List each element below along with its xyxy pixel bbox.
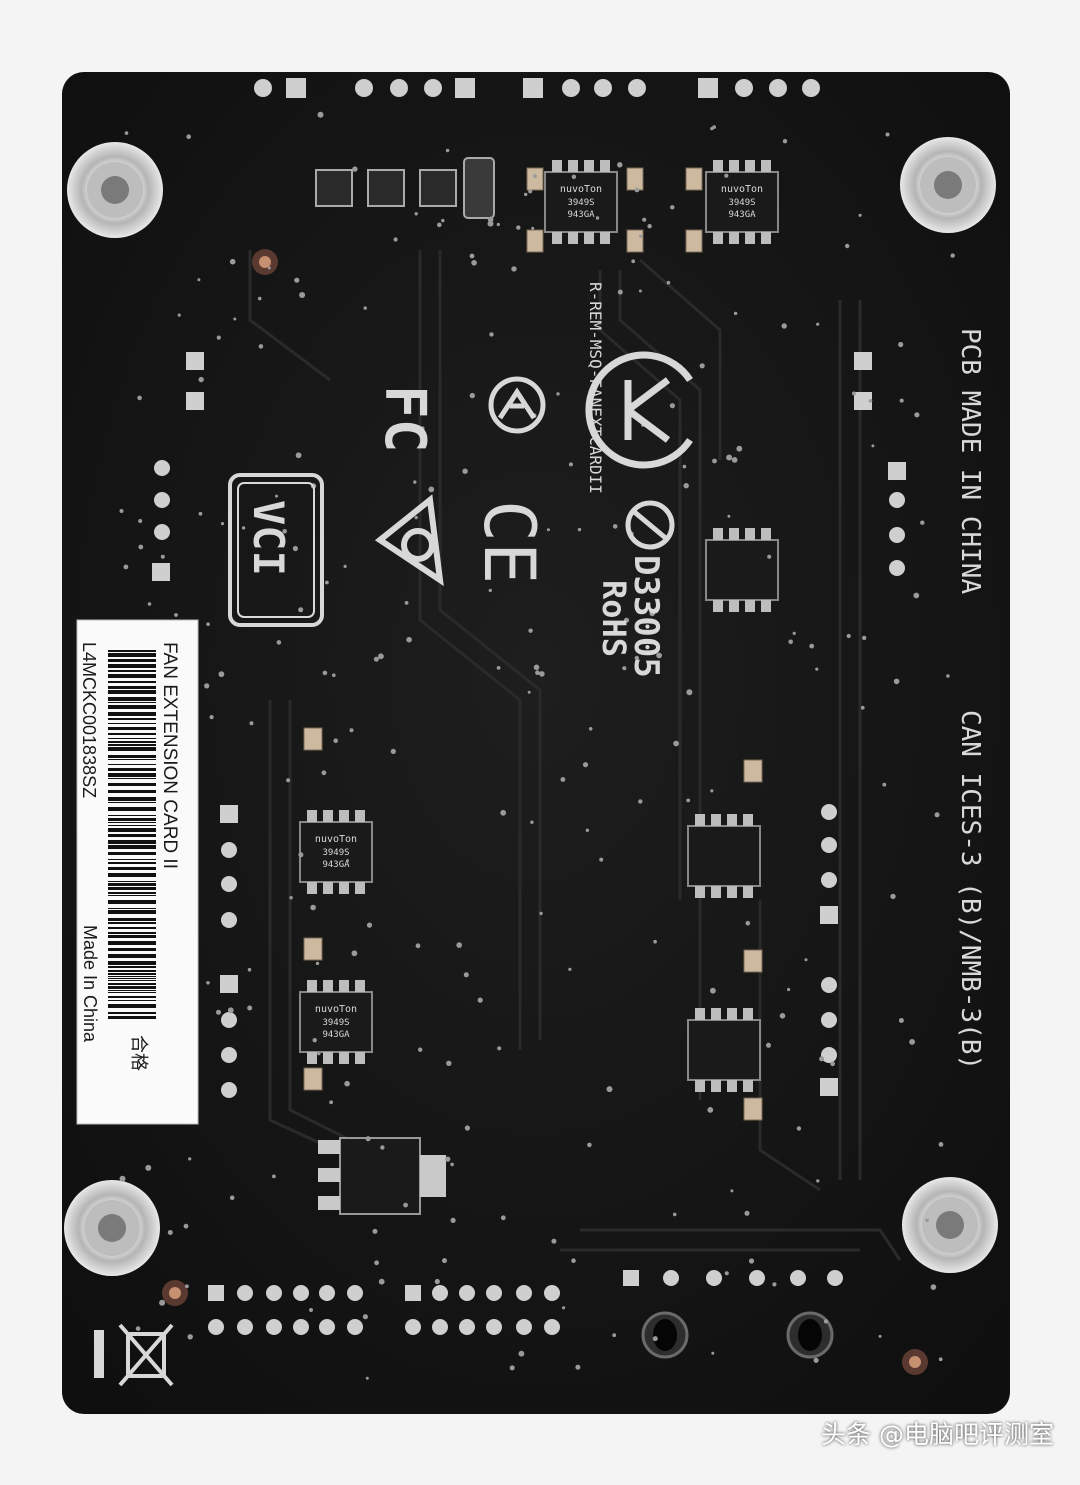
- mounting-hole-bottom-right: [902, 1177, 998, 1273]
- pcb-origin-label: PCB MADE IN CHINA: [955, 328, 985, 594]
- chip-brand: nuvoTon: [721, 184, 763, 195]
- chip-code-2: 943GA: [322, 1030, 350, 1040]
- header-pins-left: [152, 352, 238, 1098]
- ic-chip-6: [687, 814, 761, 898]
- chip-code-1: 3949S: [567, 198, 594, 208]
- connector-pins: [641, 1311, 834, 1359]
- fcc-logo: FC: [372, 385, 437, 452]
- transistors-top: [315, 157, 495, 219]
- ic-chip-3: [705, 528, 779, 612]
- sticker-product-name: FAN EXTENSION CARD II: [159, 642, 180, 869]
- sticker-origin: Made In China: [80, 925, 100, 1043]
- chip-brand: nuvoTon: [560, 184, 602, 195]
- weee-icon: [94, 1323, 174, 1387]
- recycle-logo: [488, 376, 546, 434]
- sticker-qc-mark: 合格: [129, 1035, 149, 1071]
- chip-brand: nuvoTon: [315, 834, 357, 845]
- ce-logo: CE: [468, 500, 550, 584]
- svg-text:CE: CE: [468, 500, 550, 584]
- header-pins-top: [254, 78, 820, 98]
- test-points: [162, 249, 928, 1375]
- pcb-board: [62, 72, 1010, 1414]
- compliance-label: CAN ICES-3 (B)/NMB-3(B): [955, 710, 985, 1070]
- ic-chip-2: nuvoTon 3949S 943GA: [705, 160, 779, 244]
- rohs-label: RoHS: [595, 580, 633, 657]
- header-pins-bottom: [208, 1270, 843, 1335]
- product-sticker: FAN EXTENSION CARD II L4MCKC001838SZ Mad…: [76, 619, 199, 1125]
- svg-text:FC: FC: [372, 385, 437, 452]
- ic-chip-4: nuvoTon 3949S 943GA: [299, 810, 373, 894]
- chip-code-1: 3949S: [322, 848, 349, 858]
- passive-components: [303, 167, 763, 1121]
- copper-traces: [248, 250, 902, 1261]
- voltage-regulator: [318, 1137, 446, 1215]
- mounting-hole-top-left: [67, 142, 163, 238]
- kc-logo: [585, 351, 693, 469]
- vias: [119, 111, 955, 1380]
- vci-logo: VCI: [228, 473, 324, 627]
- chip-code-1: 3949S: [728, 198, 755, 208]
- chip-brand: nuvoTon: [315, 1004, 357, 1015]
- chip-code-2: 943GA: [322, 860, 350, 870]
- barcode: [108, 650, 156, 1019]
- rohs-logo: D33005 RoHS: [595, 500, 675, 678]
- watermark-text: 头条 @电脑吧评测室: [821, 1420, 1054, 1449]
- chip-code-1: 3949S: [322, 1018, 349, 1028]
- ic-chip-5: nuvoTon 3949S 943GA: [299, 980, 373, 1064]
- chip-code-2: 943GA: [728, 210, 756, 220]
- mounting-hole-bottom-left: [64, 1180, 160, 1276]
- ic-chip-1: nuvoTon 3949S 943GA: [544, 160, 618, 244]
- mounting-hole-top-right: [900, 137, 996, 233]
- chip-code-2: 943GA: [567, 210, 595, 220]
- rcm-logo: [374, 494, 444, 587]
- ic-chip-7: [687, 1008, 761, 1092]
- header-pins-right: [820, 352, 906, 1096]
- sticker-serial: L4MCKC001838SZ: [79, 642, 99, 798]
- rohs-code: D33005: [626, 555, 666, 678]
- watermark: 头条 @电脑吧评测室: [821, 1415, 1054, 1451]
- svg-text:VCI: VCI: [244, 500, 293, 576]
